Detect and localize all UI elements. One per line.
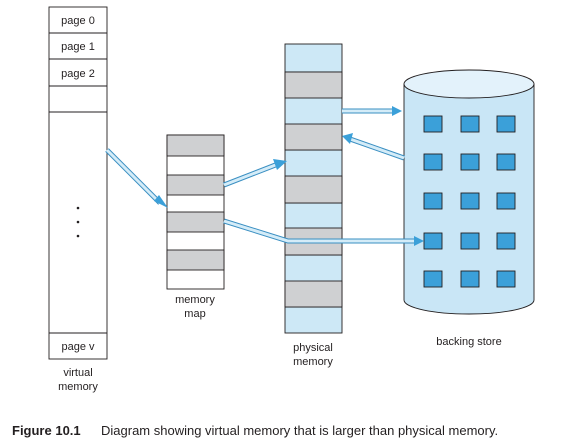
arrow-map-to-backing-store bbox=[223, 218, 424, 246]
virtual-memory-label-line1: virtual bbox=[63, 367, 92, 379]
physical-frame bbox=[284, 175, 343, 204]
arrow-virtual-to-map bbox=[105, 148, 168, 208]
storage-blocks bbox=[423, 115, 516, 288]
physical-frame bbox=[284, 123, 343, 151]
physical-memory-label-line2: memory bbox=[293, 356, 333, 368]
physical-frame bbox=[284, 280, 343, 308]
memory-map-label-line1: memory bbox=[175, 294, 215, 306]
virtual-page-1: page 1 bbox=[61, 41, 95, 53]
memory-map-entry bbox=[166, 211, 225, 233]
arrow-map-to-physical bbox=[223, 159, 287, 188]
memory-map-label-line2: map bbox=[184, 308, 205, 320]
figure-caption: Figure 10.1 Diagram showing virtual memo… bbox=[12, 423, 498, 438]
backing-store: backing store bbox=[403, 69, 535, 348]
memory-map-entry bbox=[166, 249, 225, 271]
physical-memory: physical memory bbox=[284, 43, 343, 368]
caption-text: Diagram showing virtual memory that is l… bbox=[101, 423, 498, 438]
arrow-physical-to-backing-store bbox=[342, 106, 402, 116]
memory-map: memory map bbox=[166, 134, 225, 320]
virtual-page-0: page 0 bbox=[61, 15, 95, 27]
caption-number: Figure 10.1 bbox=[12, 423, 81, 438]
physical-frame bbox=[284, 71, 343, 99]
virtual-page-v: page v bbox=[61, 341, 95, 353]
virtual-memory-frame bbox=[48, 6, 108, 360]
virtual-memory-label-line2: memory bbox=[58, 381, 98, 393]
backing-store-label: backing store bbox=[436, 336, 501, 348]
ellipsis bbox=[76, 206, 80, 238]
memory-map-entry bbox=[166, 134, 225, 157]
virtual-page-2: page 2 bbox=[61, 68, 95, 80]
physical-memory-label-line1: physical bbox=[293, 342, 333, 354]
memory-map-entry bbox=[166, 174, 225, 196]
virtual-memory: page 0 page 1 page 2 page v virtual memo… bbox=[48, 6, 108, 393]
arrow-backing-store-to-physical bbox=[342, 133, 405, 161]
arrows bbox=[105, 106, 424, 246]
